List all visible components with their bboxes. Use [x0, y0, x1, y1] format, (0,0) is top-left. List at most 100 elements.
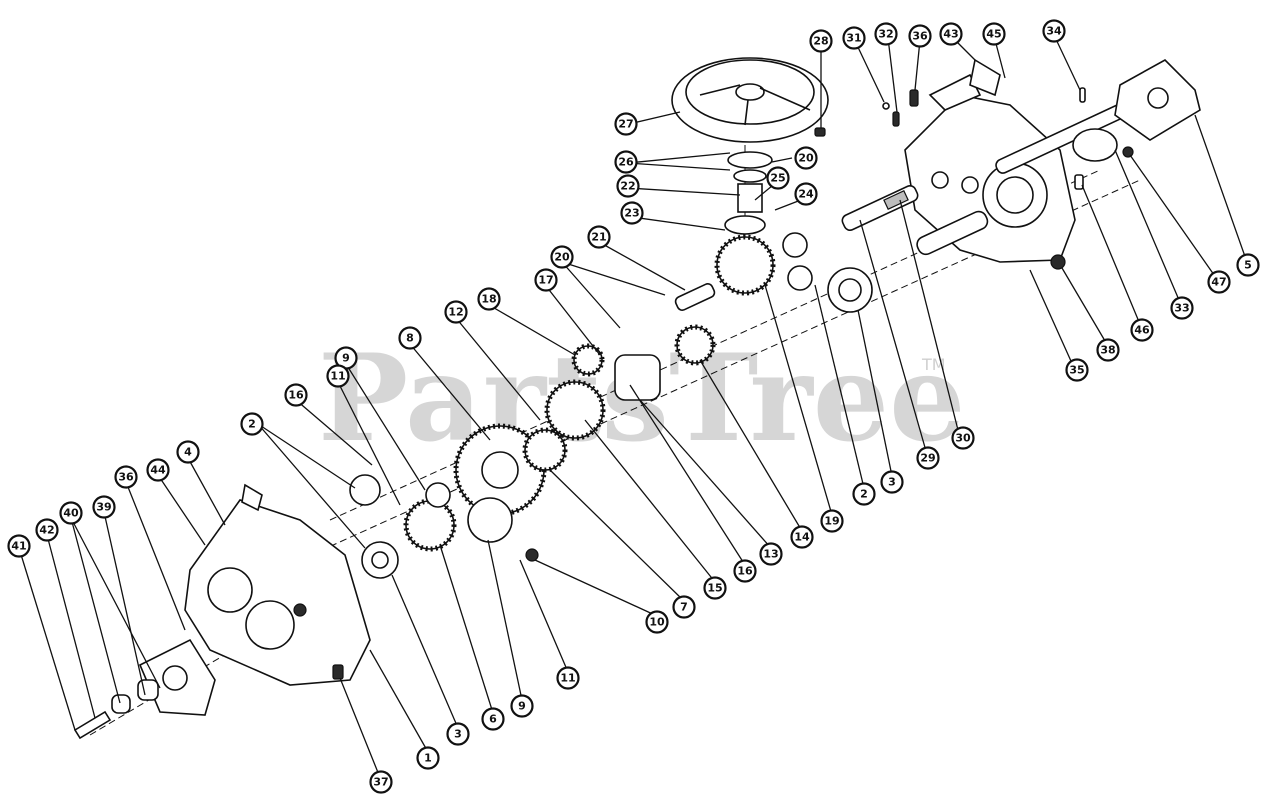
- svg-text:18: 18: [481, 293, 496, 306]
- svg-text:17: 17: [538, 274, 553, 287]
- callout-8[interactable]: 8: [398, 326, 422, 350]
- svg-text:16: 16: [288, 389, 304, 402]
- callout-23[interactable]: 23: [620, 201, 644, 225]
- callout-33[interactable]: 33: [1170, 296, 1194, 320]
- callout-1[interactable]: 1: [416, 746, 440, 770]
- svg-text:7: 7: [680, 601, 688, 614]
- callout-4[interactable]: 4: [176, 440, 200, 464]
- callout-46[interactable]: 46: [1130, 318, 1154, 342]
- left-end-plate: [73, 638, 216, 740]
- callout-25[interactable]: 25: [766, 166, 790, 190]
- svg-text:1: 1: [424, 752, 432, 765]
- svg-text:32: 32: [878, 28, 893, 41]
- svg-text:20: 20: [554, 251, 570, 264]
- callouts: 1 2 2 3 3 4 5 6 7 8 9 9 10 11 11 12 13 1…: [7, 19, 1260, 794]
- callout-10[interactable]: 10: [645, 610, 669, 634]
- svg-text:19: 19: [824, 515, 839, 528]
- callout-20b[interactable]: 20: [550, 245, 574, 269]
- svg-text:10: 10: [649, 616, 665, 629]
- svg-text:30: 30: [955, 432, 971, 445]
- callout-47[interactable]: 47: [1207, 270, 1231, 294]
- svg-text:2: 2: [860, 488, 868, 501]
- callout-18[interactable]: 18: [477, 287, 501, 311]
- svg-text:47: 47: [1211, 276, 1226, 289]
- callout-44[interactable]: 44: [146, 458, 170, 482]
- callout-16a[interactable]: 16: [284, 383, 308, 407]
- svg-text:41: 41: [11, 540, 26, 553]
- callout-13[interactable]: 13: [759, 542, 783, 566]
- callout-29[interactable]: 29: [916, 446, 940, 470]
- svg-text:44: 44: [150, 464, 166, 477]
- callout-9b[interactable]: 9: [510, 694, 534, 718]
- callout-14[interactable]: 14: [790, 525, 814, 549]
- callout-5[interactable]: 5: [1236, 253, 1260, 277]
- svg-text:34: 34: [1046, 25, 1062, 38]
- callout-21[interactable]: 21: [587, 225, 611, 249]
- callout-20a[interactable]: 20: [794, 146, 818, 170]
- callout-40[interactable]: 40: [59, 501, 83, 525]
- callout-27[interactable]: 27: [614, 112, 638, 136]
- callout-32[interactable]: 32: [874, 22, 898, 46]
- svg-text:8: 8: [406, 332, 414, 345]
- callout-22[interactable]: 22: [616, 174, 640, 198]
- svg-text:37: 37: [373, 776, 388, 789]
- callout-2b[interactable]: 2: [852, 482, 876, 506]
- svg-text:21: 21: [591, 231, 606, 244]
- watermark-trademark: TM: [921, 355, 946, 374]
- callout-3a[interactable]: 3: [446, 722, 470, 746]
- svg-text:28: 28: [813, 35, 828, 48]
- callout-11a[interactable]: 11: [326, 364, 350, 388]
- svg-text:12: 12: [448, 306, 463, 319]
- callout-15[interactable]: 15: [703, 576, 727, 600]
- callout-45[interactable]: 45: [982, 22, 1006, 46]
- svg-text:36: 36: [912, 30, 928, 43]
- svg-text:16: 16: [737, 565, 753, 578]
- svg-text:9: 9: [518, 700, 526, 713]
- right-housing: [841, 58, 1076, 270]
- callout-36b[interactable]: 36: [114, 465, 138, 489]
- svg-text:9: 9: [342, 352, 350, 365]
- bearings: [349, 232, 873, 579]
- callout-41[interactable]: 41: [7, 534, 31, 558]
- callout-43[interactable]: 43: [939, 22, 963, 46]
- callout-31[interactable]: 31: [842, 26, 866, 50]
- callout-19[interactable]: 19: [820, 509, 844, 533]
- callout-11b[interactable]: 11: [556, 666, 580, 690]
- svg-text:11: 11: [560, 672, 575, 685]
- svg-text:40: 40: [63, 507, 79, 520]
- callout-16b[interactable]: 16: [733, 559, 757, 583]
- callout-6[interactable]: 6: [481, 707, 505, 731]
- callout-30[interactable]: 30: [951, 426, 975, 450]
- svg-text:15: 15: [707, 582, 722, 595]
- callout-34[interactable]: 34: [1042, 19, 1066, 43]
- svg-text:26: 26: [618, 156, 634, 169]
- svg-text:4: 4: [184, 446, 192, 459]
- callout-2a[interactable]: 2: [240, 412, 264, 436]
- svg-text:42: 42: [39, 524, 54, 537]
- callout-38[interactable]: 38: [1096, 338, 1120, 362]
- leader-lines: [18, 34, 1249, 781]
- svg-text:43: 43: [943, 28, 958, 41]
- callout-35[interactable]: 35: [1065, 358, 1089, 382]
- svg-text:14: 14: [794, 531, 810, 544]
- svg-text:25: 25: [770, 172, 785, 185]
- callout-42[interactable]: 42: [35, 518, 59, 542]
- callout-28[interactable]: 28: [809, 29, 833, 53]
- callout-17[interactable]: 17: [534, 268, 558, 292]
- svg-text:13: 13: [763, 548, 778, 561]
- callout-37[interactable]: 37: [369, 770, 393, 794]
- callout-12[interactable]: 12: [444, 300, 468, 324]
- gear-cluster: [403, 234, 776, 562]
- callout-36a[interactable]: 36: [908, 24, 932, 48]
- callout-7[interactable]: 7: [672, 595, 696, 619]
- callout-3b[interactable]: 3: [880, 470, 904, 494]
- callout-39[interactable]: 39: [92, 495, 116, 519]
- left-housing-cover: [184, 483, 371, 686]
- svg-text:33: 33: [1174, 302, 1189, 315]
- callout-26[interactable]: 26: [614, 150, 638, 174]
- svg-text:29: 29: [920, 452, 935, 465]
- callout-24[interactable]: 24: [794, 182, 818, 206]
- svg-text:11: 11: [330, 370, 345, 383]
- svg-text:6: 6: [489, 713, 497, 726]
